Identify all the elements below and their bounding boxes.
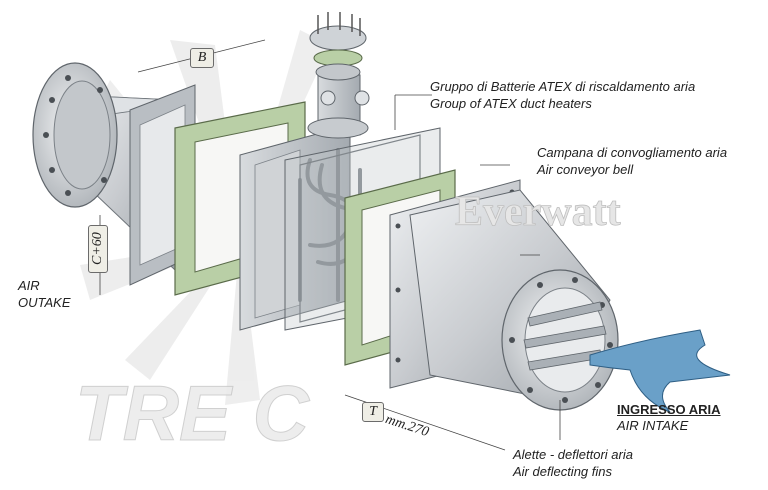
label-fins-it: Alette - deflettori aria	[513, 447, 633, 462]
heater-terminal-box	[307, 12, 370, 139]
label-heaters-it: Gruppo di Batterie ATEX di riscaldamento…	[430, 79, 696, 94]
label-bell-en: Air conveyor bell	[537, 162, 634, 177]
watermark-logo: TRE C	[75, 369, 311, 457]
label-heaters-en: Group of ATEX duct heaters	[430, 96, 592, 111]
label-outtake-line2: OUTAKE	[18, 295, 71, 310]
heater-housing	[239, 124, 351, 331]
label-fins-en: Air deflecting fins	[513, 464, 612, 479]
air-deflecting-fins	[523, 301, 607, 371]
watermark-brand: Everwatt	[455, 189, 621, 235]
intake-arrow	[589, 329, 731, 413]
dimension-t: T	[362, 402, 384, 422]
label-bell-it: Campana di convogliamento aria	[537, 145, 728, 160]
outlet-flange	[32, 62, 118, 208]
label-intake-it: INGRESSO ARIA	[617, 402, 721, 417]
dimension-c: C+60	[88, 225, 108, 273]
label-intake-en: AIR INTAKE	[617, 418, 689, 433]
label-outtake-line1: AIR	[18, 278, 40, 293]
dimension-b: B	[190, 48, 214, 68]
